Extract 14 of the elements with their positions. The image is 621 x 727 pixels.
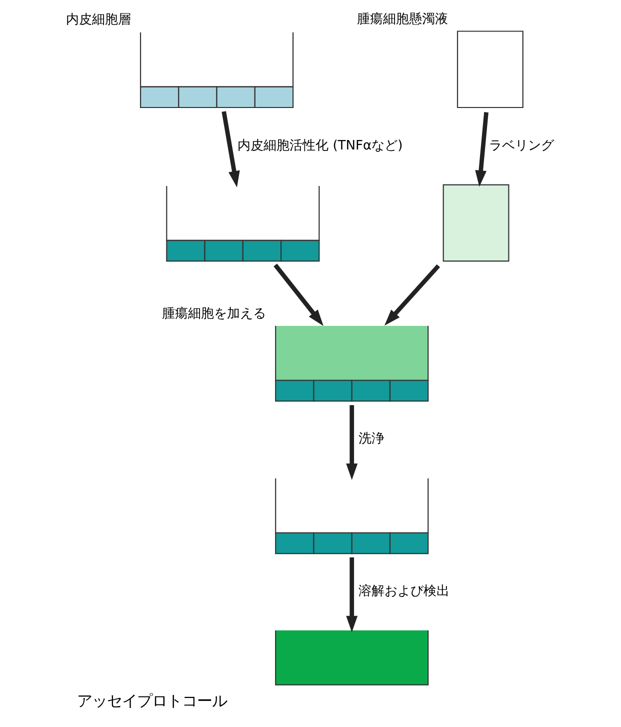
edge-label: 内皮細胞活性化 (TNFαなど) [237,138,402,154]
node-label: 腫瘍細胞懸濁液 [356,12,448,28]
arrow [346,405,358,480]
edge-label: ラベリング [488,138,554,154]
edge-label: 溶解および検出 [358,584,450,600]
node-label: 内皮細胞層 [66,12,131,28]
node-label: 腫瘍細胞を加える [162,306,266,322]
caption: アッセイプロトコール [76,692,226,710]
arrow [346,557,358,632]
arrow [273,264,323,326]
arrow [474,112,488,187]
arrow [384,264,440,326]
edge-label: 洗浄 [358,432,384,447]
arrow [221,111,240,188]
